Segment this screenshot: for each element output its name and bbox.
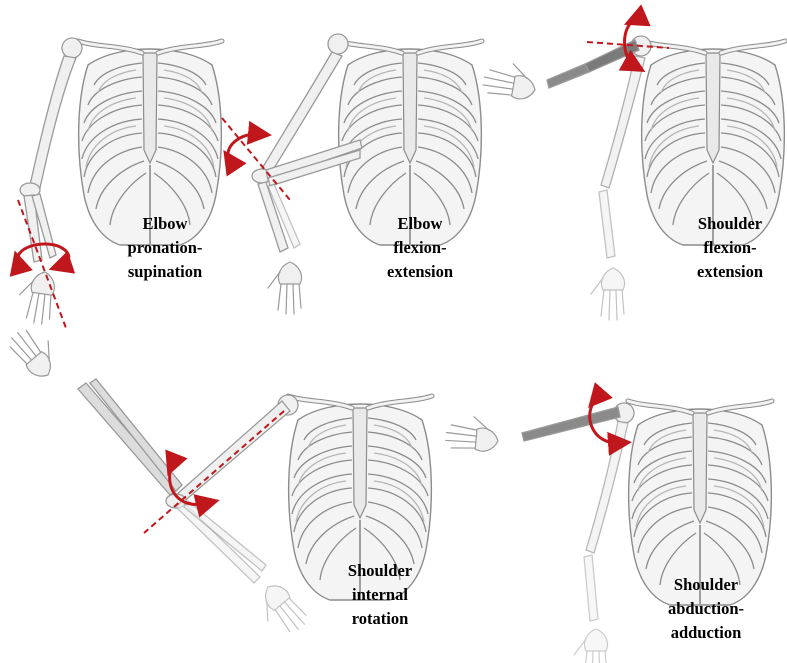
arm-skeleton-icon bbox=[6, 321, 311, 641]
arm-skeleton-icon bbox=[16, 38, 82, 325]
rotation-arrow-icon bbox=[18, 244, 69, 266]
panel-label: Elbow flexion- extension bbox=[370, 212, 470, 284]
panel-label: Shoulder abduction- adduction bbox=[646, 573, 766, 645]
label-line-2: internal bbox=[330, 583, 430, 607]
elbow-pronation-illustration bbox=[0, 0, 230, 340]
panel-shoulder-flexion-extension: Shoulder flexion- extension bbox=[495, 0, 787, 340]
panel-elbow-pronation-supination: Elbow pronation- supination bbox=[0, 0, 230, 340]
label-line-2: pronation- bbox=[110, 236, 220, 260]
shoulder-flexion-illustration bbox=[495, 0, 787, 340]
label-line-1: Shoulder bbox=[680, 212, 780, 236]
panel-shoulder-internal-rotation: Shoulder internal rotation bbox=[0, 335, 450, 663]
arm-skeleton-icon bbox=[482, 36, 651, 320]
label-line-3: supination bbox=[110, 260, 220, 284]
label-line-1: Elbow bbox=[110, 212, 220, 236]
label-line-3: adduction bbox=[646, 621, 766, 645]
rotation-arrow-icon bbox=[228, 134, 260, 160]
label-line-3: extension bbox=[370, 260, 470, 284]
label-line-1: Elbow bbox=[370, 212, 470, 236]
label-line-3: rotation bbox=[330, 607, 430, 631]
label-line-2: flexion- bbox=[680, 236, 780, 260]
label-line-3: extension bbox=[680, 260, 780, 284]
label-line-1: Shoulder bbox=[330, 559, 430, 583]
label-line-1: Shoulder bbox=[646, 573, 766, 597]
panel-label: Elbow pronation- supination bbox=[110, 212, 220, 284]
panel-label: Shoulder flexion- extension bbox=[680, 212, 780, 284]
label-line-2: flexion- bbox=[370, 236, 470, 260]
panel-label: Shoulder internal rotation bbox=[330, 559, 430, 631]
panel-elbow-flexion-extension: Elbow flexion- extension bbox=[210, 0, 500, 340]
panel-shoulder-abduction-adduction: Shoulder abduction- adduction bbox=[450, 335, 787, 663]
label-line-2: abduction- bbox=[646, 597, 766, 621]
elbow-flexion-illustration bbox=[210, 0, 500, 340]
